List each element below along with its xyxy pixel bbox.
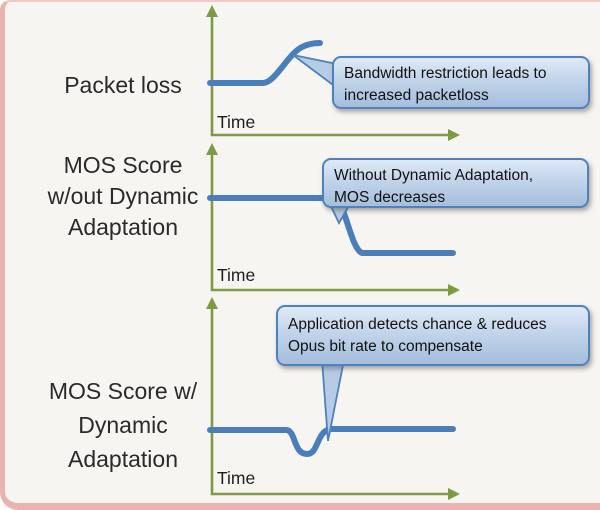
time-label-2: Time xyxy=(217,265,256,285)
chart2-label-line: MOS Score xyxy=(63,152,183,178)
callout-text-line: MOS decreases xyxy=(334,189,446,207)
x-axis-arrow-1 xyxy=(448,129,460,141)
time-label-1: Time xyxy=(217,112,256,132)
x-axis-arrow-2 xyxy=(448,284,460,296)
callout-without-adaptation: Without Dynamic Adaptation, MOS decrease… xyxy=(322,158,589,208)
chart3-label-line: Dynamic xyxy=(78,412,168,438)
y-axis-arrow-2 xyxy=(206,143,218,155)
time-label-3: Time xyxy=(217,468,256,488)
callout-with-adaptation: Application detects chance & reduces Opu… xyxy=(276,305,590,366)
chart3-label-line: Adaptation xyxy=(68,446,178,472)
callout-text-line: Without Dynamic Adaptation, xyxy=(334,167,534,184)
chart3-label-line: MOS Score w/ xyxy=(48,378,198,404)
chart2-label-line: w/out Dynamic xyxy=(47,183,199,209)
chart3-label: MOS Score w/ Dynamic Adaptation xyxy=(27,374,219,476)
callout-text-line: increased packetloss xyxy=(344,87,489,105)
chart1-label: Packet loss xyxy=(27,70,219,101)
mos-with-adaptation-line xyxy=(207,426,456,457)
chart2-label: MOS Score w/out Dynamic Adaptation xyxy=(27,150,219,243)
callout-packet-loss: Bandwidth restriction leads to increased… xyxy=(332,56,590,109)
x-axis-arrow-3 xyxy=(448,488,460,500)
chart2-label-line: Adaptation xyxy=(68,214,178,240)
callout-text-line: Opus bit rate to compensate xyxy=(288,338,483,356)
chart1-label-line: Packet loss xyxy=(64,72,182,98)
callout-text-line: Application detects chance & reduces xyxy=(288,316,547,333)
callout-text-line: Bandwidth restriction leads to xyxy=(344,65,547,82)
callout-tail-1 xyxy=(292,54,338,90)
y-axis-arrow-3 xyxy=(206,297,218,309)
packet-loss-line xyxy=(207,40,323,86)
y-axis-arrow-1 xyxy=(206,5,218,17)
